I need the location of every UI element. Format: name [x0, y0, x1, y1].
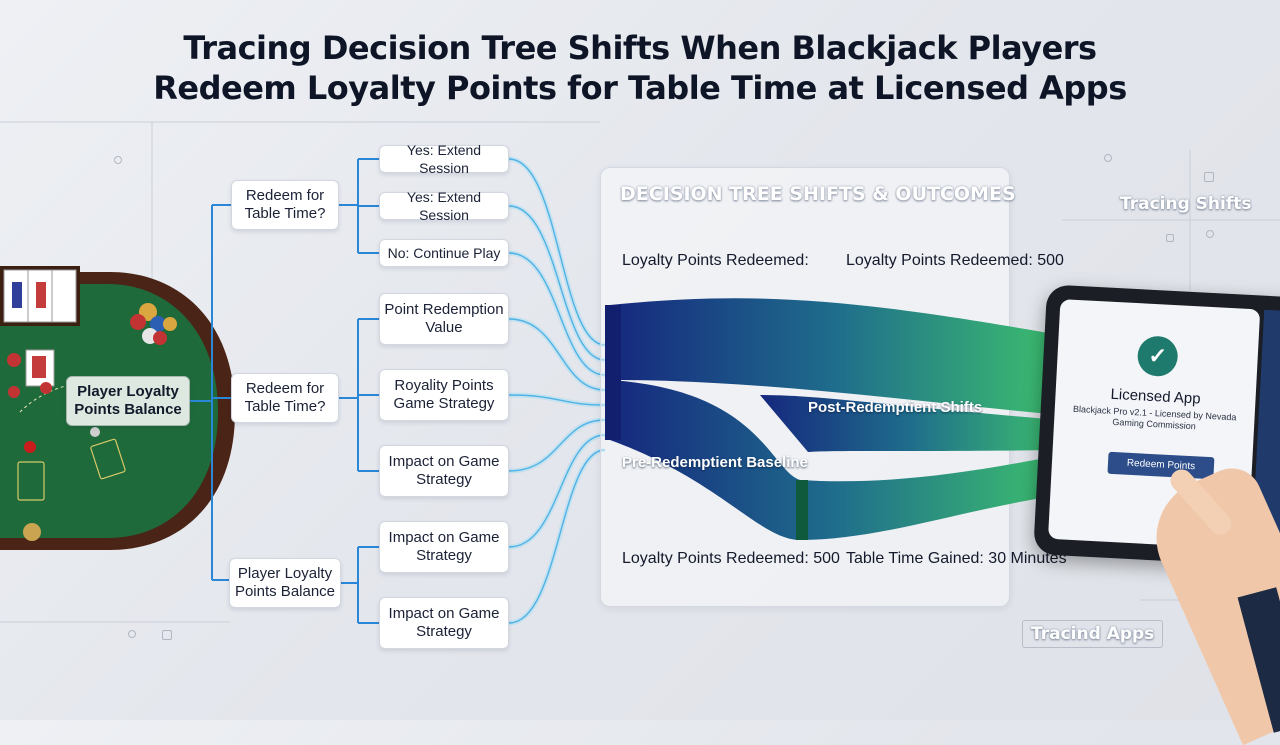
- decision-node-3[interactable]: Player Loyalty Points Balance: [229, 558, 341, 608]
- outcome-node-6[interactable]: Impact on Game Strategy: [379, 445, 509, 497]
- outcome-node-3[interactable]: No: Continue Play: [379, 239, 509, 267]
- panel-top-left-label: Loyalty Points Redeemed:: [622, 252, 809, 269]
- flow-source-node: [605, 305, 621, 440]
- tree-connector-root: [190, 204, 231, 581]
- outcome-node-7[interactable]: Impact on Game Strategy: [379, 521, 509, 573]
- check-badge-icon: ✓: [1136, 335, 1179, 378]
- page-title: Tracing Decision Tree Shifts When Blackj…: [0, 28, 1280, 108]
- decor-dot: [1206, 230, 1214, 238]
- flow-intermediate-node: [796, 480, 808, 540]
- side-label-tracing-shifts: Tracing Shifts: [1120, 194, 1252, 214]
- flow-line-5: [508, 394, 606, 406]
- title-line-1: Tracing Decision Tree Shifts When Blackj…: [183, 29, 1097, 67]
- decor-square: [1166, 234, 1174, 242]
- diagram-connectors: [190, 156, 606, 626]
- panel-bottom-left-label: Loyalty Points Redeemed: 500: [622, 550, 840, 567]
- tree-connector-branch-2: [339, 318, 379, 472]
- decision-node-2[interactable]: Redeem for Table Time?: [231, 373, 339, 423]
- tree-connector-branch-3: [341, 546, 379, 624]
- decor-dot: [114, 156, 122, 164]
- post-redemption-label: Post-Redemptient Shifts: [808, 399, 983, 416]
- side-label-tracing-apps: Tracind Apps: [1022, 620, 1164, 648]
- flow-line-6: [508, 419, 606, 472]
- outcome-node-5[interactable]: Royality Points Game Strategy: [379, 369, 509, 421]
- flow-line-1: [508, 158, 606, 346]
- flow-line-2: [508, 205, 606, 361]
- decision-node-1[interactable]: Redeem for Table Time?: [231, 180, 339, 230]
- tree-connector-branch-1: [339, 158, 379, 254]
- flow-band-upper: [610, 298, 1060, 415]
- flow-line-3: [508, 252, 606, 376]
- flow-line-4: [508, 318, 606, 391]
- flow-diagram: [605, 298, 1060, 540]
- outcome-node-2[interactable]: Yes: Extend Session: [379, 189, 509, 223]
- title-line-2: Redeem Loyalty Points for Table Time at …: [153, 69, 1127, 107]
- flow-band-middle: [760, 395, 1060, 452]
- pre-redemption-label: Pre-Redemptient Baseline: [622, 454, 808, 471]
- flow-line-8: [508, 449, 606, 624]
- decor-dot: [1104, 154, 1112, 162]
- flow-line-7: [508, 434, 606, 548]
- outcome-node-8[interactable]: Impact on Game Strategy: [379, 597, 509, 649]
- decor-dot: [128, 630, 136, 638]
- flow-band-lower: [610, 380, 1060, 540]
- outcome-node-4[interactable]: Point Redemption Value: [379, 293, 509, 345]
- outcome-node-1[interactable]: Yes: Extend Session: [379, 142, 509, 176]
- decor-square: [162, 630, 172, 640]
- panel-title: DECISION TREE SHIFTS & OUTCOMES: [620, 183, 1016, 205]
- decor-square: [1204, 172, 1214, 182]
- redeem-points-button[interactable]: Redeem Points: [1107, 451, 1215, 480]
- panel-top-right-label: Loyalty Points Redeemed: 500: [846, 252, 1064, 269]
- panel-bottom-right-label: Table Time Gained: 30 Minutes: [846, 550, 1067, 567]
- root-node[interactable]: Player Loyalty Points Balance: [66, 376, 190, 426]
